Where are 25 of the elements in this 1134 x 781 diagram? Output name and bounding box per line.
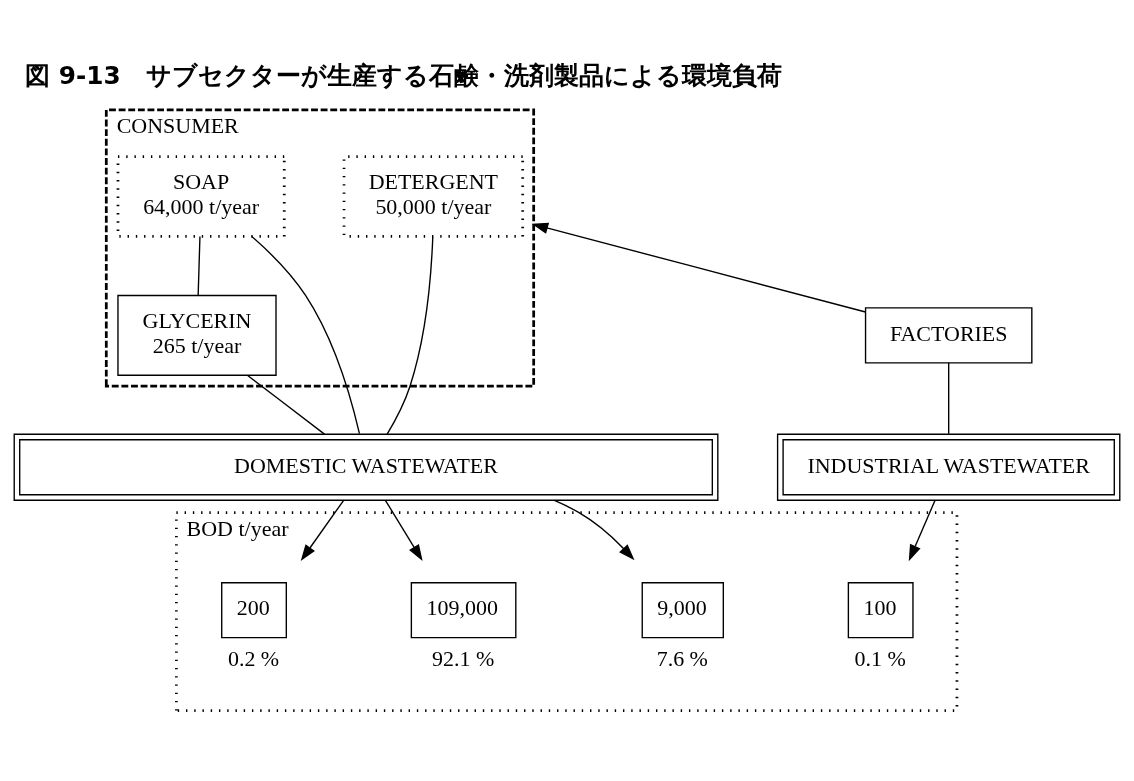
- node-box: GLYCERIN 265 t/year: [117, 294, 277, 376]
- arrow: [300, 499, 345, 561]
- arrow: [384, 499, 423, 561]
- node-box: FACTORIES: [864, 306, 1033, 363]
- node-box: DETERGENT 50,000 t/year: [342, 154, 525, 238]
- node-box: 100: [847, 581, 914, 638]
- node-box: SOAP 64,000 t/year: [116, 154, 286, 238]
- node-box: 109,000: [410, 581, 517, 638]
- connector: [197, 235, 201, 296]
- node-box: 9,000: [641, 581, 724, 638]
- node-box: 200: [221, 581, 287, 638]
- node-label: 0.1 %: [854, 645, 906, 671]
- connector: [386, 235, 434, 435]
- arrow: [553, 499, 635, 560]
- node-box: INDUSTRIAL WASTEWATER: [776, 433, 1121, 501]
- arrow: [908, 499, 936, 561]
- node-label: 0.2 %: [227, 645, 280, 671]
- diagram-title: 図 9-13 サブセクターが生産する石鹸・洗剤製品による環境負荷: [25, 60, 782, 90]
- node-box: DOMESTIC WASTEWATER: [13, 433, 719, 501]
- connector: [948, 361, 950, 435]
- node-label: 92.1 %: [431, 645, 495, 671]
- connector: [247, 374, 326, 435]
- node-label: 7.6 %: [656, 645, 708, 671]
- arrow: [531, 222, 867, 313]
- connector: [251, 235, 361, 434]
